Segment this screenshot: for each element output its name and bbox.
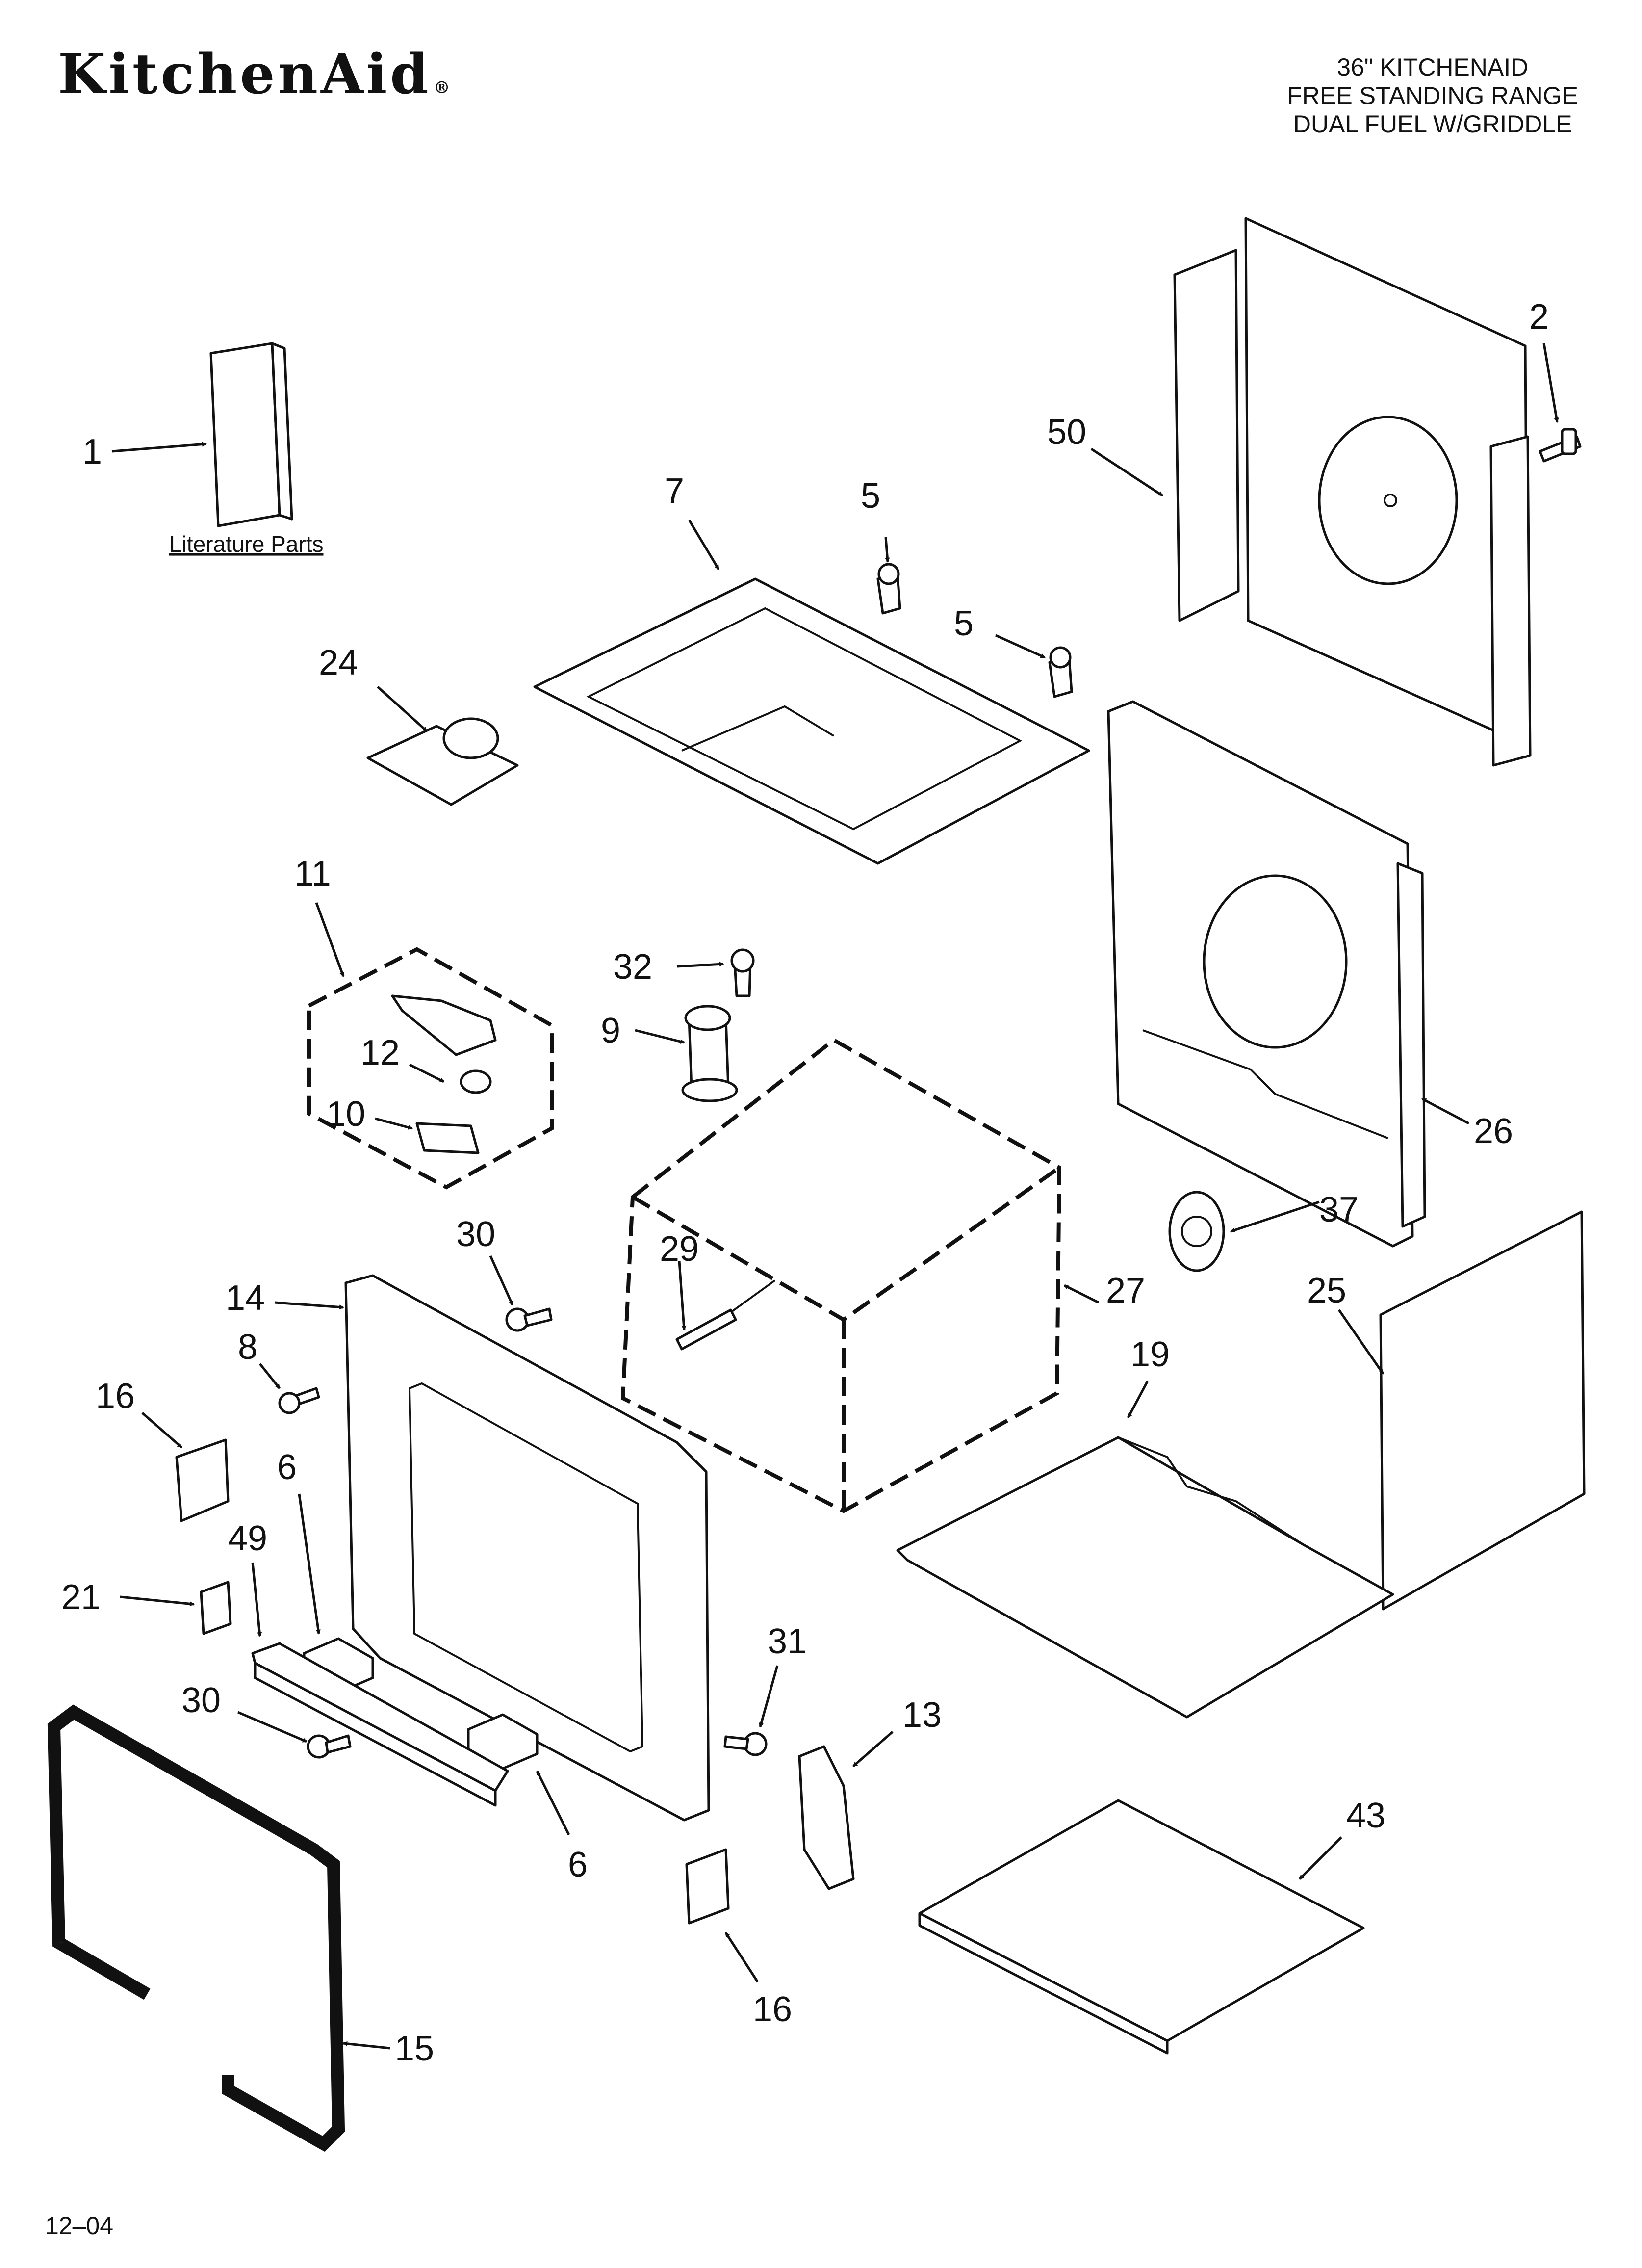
part-screw-30a <box>505 1307 553 1332</box>
registered-mark: ® <box>433 78 453 98</box>
callout-19: 19 <box>1130 1335 1170 1374</box>
callout-12: 12 <box>360 1033 400 1072</box>
date-code: 12–04 <box>45 2212 114 2240</box>
callout-11: 11 <box>294 854 331 893</box>
callout-13: 13 <box>902 1695 942 1735</box>
part-side-panel-25 <box>1379 1210 1586 1611</box>
part-rear-liner-26 <box>1107 700 1426 1248</box>
part-controller-24 <box>366 717 519 806</box>
callout-14: 14 <box>226 1278 265 1318</box>
callout-16b: 16 <box>753 1990 792 2029</box>
brand-logo: KitchenAid® <box>58 47 453 102</box>
callout-49: 49 <box>228 1519 267 1558</box>
part-bottom-panel-43 <box>918 1799 1365 2055</box>
part-screw-5b <box>1048 646 1073 698</box>
callout-30a: 30 <box>456 1215 495 1254</box>
part-screw-5a <box>876 563 901 615</box>
callout-37: 37 <box>1319 1190 1359 1229</box>
part-oven-cavity-27 <box>620 1038 1062 1513</box>
callout-5a: 5 <box>861 476 880 516</box>
part-bolt-8 <box>278 1387 320 1414</box>
part-screw-2 <box>1539 428 1582 463</box>
callout-27: 27 <box>1106 1271 1145 1310</box>
part-front-frame-14 <box>344 1274 710 1822</box>
leader-lines <box>111 343 1559 2050</box>
callout-24: 24 <box>319 643 358 682</box>
part-baffle-19 <box>896 1436 1394 1719</box>
part-sleeve-9 <box>681 1005 738 1102</box>
callout-numbers: 1 2 50 7 5 5 24 11 12 10 32 9 26 37 30 2… <box>61 297 1549 2068</box>
callout-6b: 6 <box>568 1845 588 1884</box>
kit-11-dashed-group <box>307 947 554 1190</box>
part-bracket-16a <box>175 1438 230 1522</box>
part-screw-31 <box>723 1732 768 1756</box>
callout-32: 32 <box>613 947 652 987</box>
part-top-frame <box>533 577 1090 865</box>
callout-8: 8 <box>238 1328 257 1367</box>
title-line-2: FREE STANDING RANGE <box>1287 82 1578 109</box>
title-line-1: 36" KITCHENAID <box>1337 53 1529 81</box>
part-clip-21 <box>200 1581 232 1635</box>
part-bracket-13 <box>798 1745 855 1890</box>
model-title: 36" KITCHENAID FREE STANDING RANGE DUAL … <box>1287 53 1578 138</box>
callout-29: 29 <box>660 1229 699 1269</box>
callout-50: 50 <box>1047 413 1086 452</box>
part-rear-panel <box>1173 217 1532 767</box>
callout-6a: 6 <box>277 1448 297 1487</box>
callout-7: 7 <box>665 471 684 511</box>
title-line-3: DUAL FUEL W/GRIDDLE <box>1293 110 1572 138</box>
callout-21: 21 <box>61 1578 101 1617</box>
callout-9: 9 <box>601 1011 620 1050</box>
callout-31: 31 <box>768 1622 807 1661</box>
callout-5b: 5 <box>954 604 974 643</box>
part-sensor-37 <box>1168 1191 1225 1272</box>
callout-30b: 30 <box>181 1681 221 1720</box>
literature-parts-caption: Literature Parts <box>169 531 323 557</box>
part-rail-49 <box>251 1642 509 1807</box>
part-screw-32 <box>730 948 755 997</box>
callout-10: 10 <box>326 1095 365 1134</box>
callout-26: 26 <box>1474 1112 1513 1151</box>
part-bracket-16b <box>685 1848 730 1925</box>
brand-wordmark: KitchenAid <box>58 42 432 106</box>
part-literature-booklet <box>209 342 293 527</box>
part-screw-30b <box>307 1734 352 1759</box>
callout-16a: 16 <box>96 1377 135 1416</box>
callout-1: 1 <box>82 432 102 471</box>
callout-43: 43 <box>1346 1796 1385 1835</box>
callout-2: 2 <box>1529 297 1549 337</box>
part-probe-29 <box>675 1279 776 1351</box>
part-gasket-15 <box>47 1704 345 2152</box>
callout-15: 15 <box>395 2029 434 2068</box>
callout-25: 25 <box>1307 1271 1346 1310</box>
